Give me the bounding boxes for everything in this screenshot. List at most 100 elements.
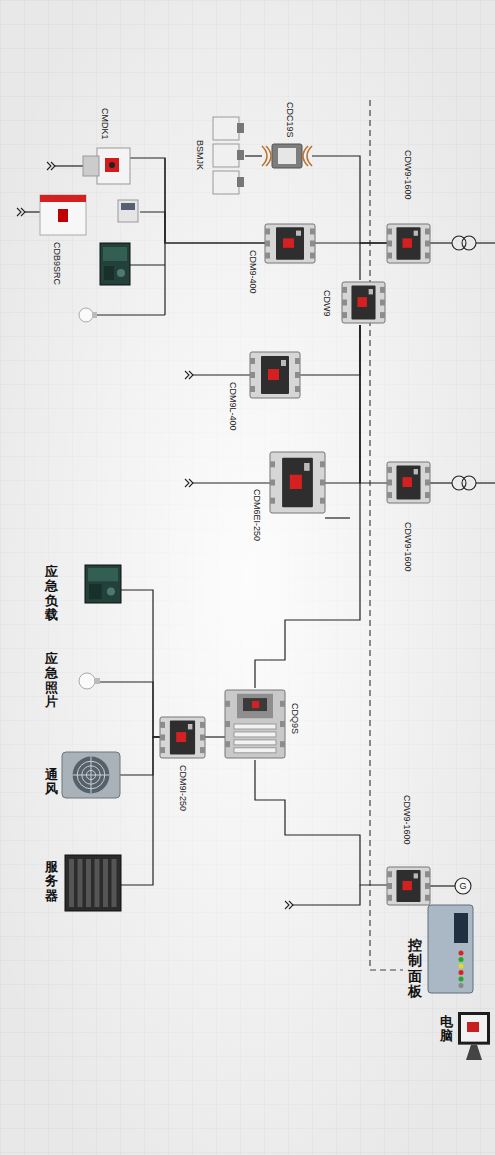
icon-part [62, 752, 120, 798]
panel-icon [428, 905, 473, 993]
icon-part [69, 859, 74, 907]
rcbo-icon [40, 195, 140, 235]
icon-part [234, 724, 276, 729]
icon-part [459, 970, 464, 975]
icon-part [237, 177, 244, 187]
emergency-lighting: 应急照片 [78, 670, 100, 692]
icon-part [396, 465, 420, 499]
ats-icon [225, 688, 285, 760]
icon-part [425, 492, 430, 498]
icon-part [387, 867, 430, 905]
device-label: CMDK1 [100, 108, 110, 140]
wire-connector [255, 325, 360, 688]
icon-part [265, 253, 270, 259]
monitor-icon [458, 1012, 490, 1060]
icon-part [380, 300, 385, 306]
genset-icon [85, 565, 121, 603]
device-label: CDM9L-400 [228, 382, 238, 431]
icon-part [103, 859, 108, 907]
lamp-illustration [79, 308, 97, 322]
icon-part [459, 977, 464, 982]
icon-part [97, 148, 130, 184]
icon-part [276, 227, 304, 260]
icon-part [387, 462, 430, 503]
icon-part [459, 983, 464, 988]
icon-part [176, 732, 186, 742]
icon-part [425, 467, 430, 473]
wire-connector [205, 736, 225, 737]
icon-part [425, 241, 430, 247]
load-label: 服务器 [45, 860, 58, 903]
drawing-part [47, 162, 55, 170]
mp-icon [83, 148, 130, 184]
icon-part [425, 883, 430, 889]
computer: 电脑 [458, 1012, 490, 1060]
icon-part [65, 855, 121, 911]
moulded-case-breaker: CDM9I-250 [160, 715, 205, 760]
icon-part [270, 498, 275, 504]
icon-part [342, 287, 347, 293]
ventilation: 通风 [62, 752, 120, 798]
cap-icon [210, 115, 245, 195]
emergency-load: 应急负载 [85, 565, 121, 603]
wire-connector [245, 155, 262, 156]
icon-part [396, 870, 420, 902]
icon-part [262, 146, 312, 166]
icon-part [387, 480, 392, 486]
icon-part [351, 285, 375, 319]
device-label: CDM6EI-250 [252, 489, 262, 541]
icon-part [320, 498, 325, 504]
server: 服务器 [65, 855, 121, 911]
icon-part [310, 228, 315, 234]
icon-part [387, 871, 392, 877]
wire-connector [120, 737, 160, 775]
icon-part [290, 475, 302, 489]
drawing-part [92, 312, 97, 318]
wires [24, 158, 495, 905]
icon-part [425, 871, 430, 877]
icon-part [369, 289, 373, 294]
load-label: 电脑 [440, 1015, 453, 1044]
icon-part [118, 200, 138, 222]
icon-part [342, 282, 385, 323]
drawing-part [17, 208, 25, 216]
icon-part [225, 741, 230, 747]
device-label: CDW9-1600 [403, 150, 413, 200]
wire-connector [300, 325, 360, 375]
icon-part [89, 584, 102, 599]
drawing-part [24, 211, 40, 212]
icon-part [160, 722, 165, 728]
drawing-part [292, 885, 360, 905]
icon-part [387, 895, 392, 901]
drawing-part [476, 482, 495, 483]
breaker-icon [342, 280, 385, 325]
icon-part [295, 386, 300, 392]
icon-part [160, 717, 205, 758]
icon-part [40, 195, 86, 235]
icon-part [252, 701, 259, 708]
wire-connector [255, 760, 387, 885]
transformer-symbol [452, 236, 476, 490]
wire-connector [325, 325, 360, 483]
icon-part [425, 480, 430, 486]
icon-part [261, 356, 289, 394]
breaker-icon [387, 865, 430, 907]
icon-part [250, 358, 255, 364]
icon-part [121, 203, 135, 210]
fan-icon [62, 752, 120, 798]
icon-part [270, 480, 275, 486]
drawing-part [430, 885, 455, 886]
icon-part [265, 228, 270, 234]
icon-part [112, 859, 117, 907]
drawing-part [79, 308, 93, 322]
icon-part [234, 748, 276, 753]
load-label: 应急负载 [45, 565, 58, 622]
icon-part [281, 360, 286, 366]
breaker-icon [270, 450, 325, 515]
icon-part [283, 238, 294, 247]
air-circuit-breaker: CDW9-1600 [387, 865, 430, 907]
icon-part [213, 117, 239, 140]
icon-part [342, 312, 347, 318]
icon-part [200, 735, 205, 741]
